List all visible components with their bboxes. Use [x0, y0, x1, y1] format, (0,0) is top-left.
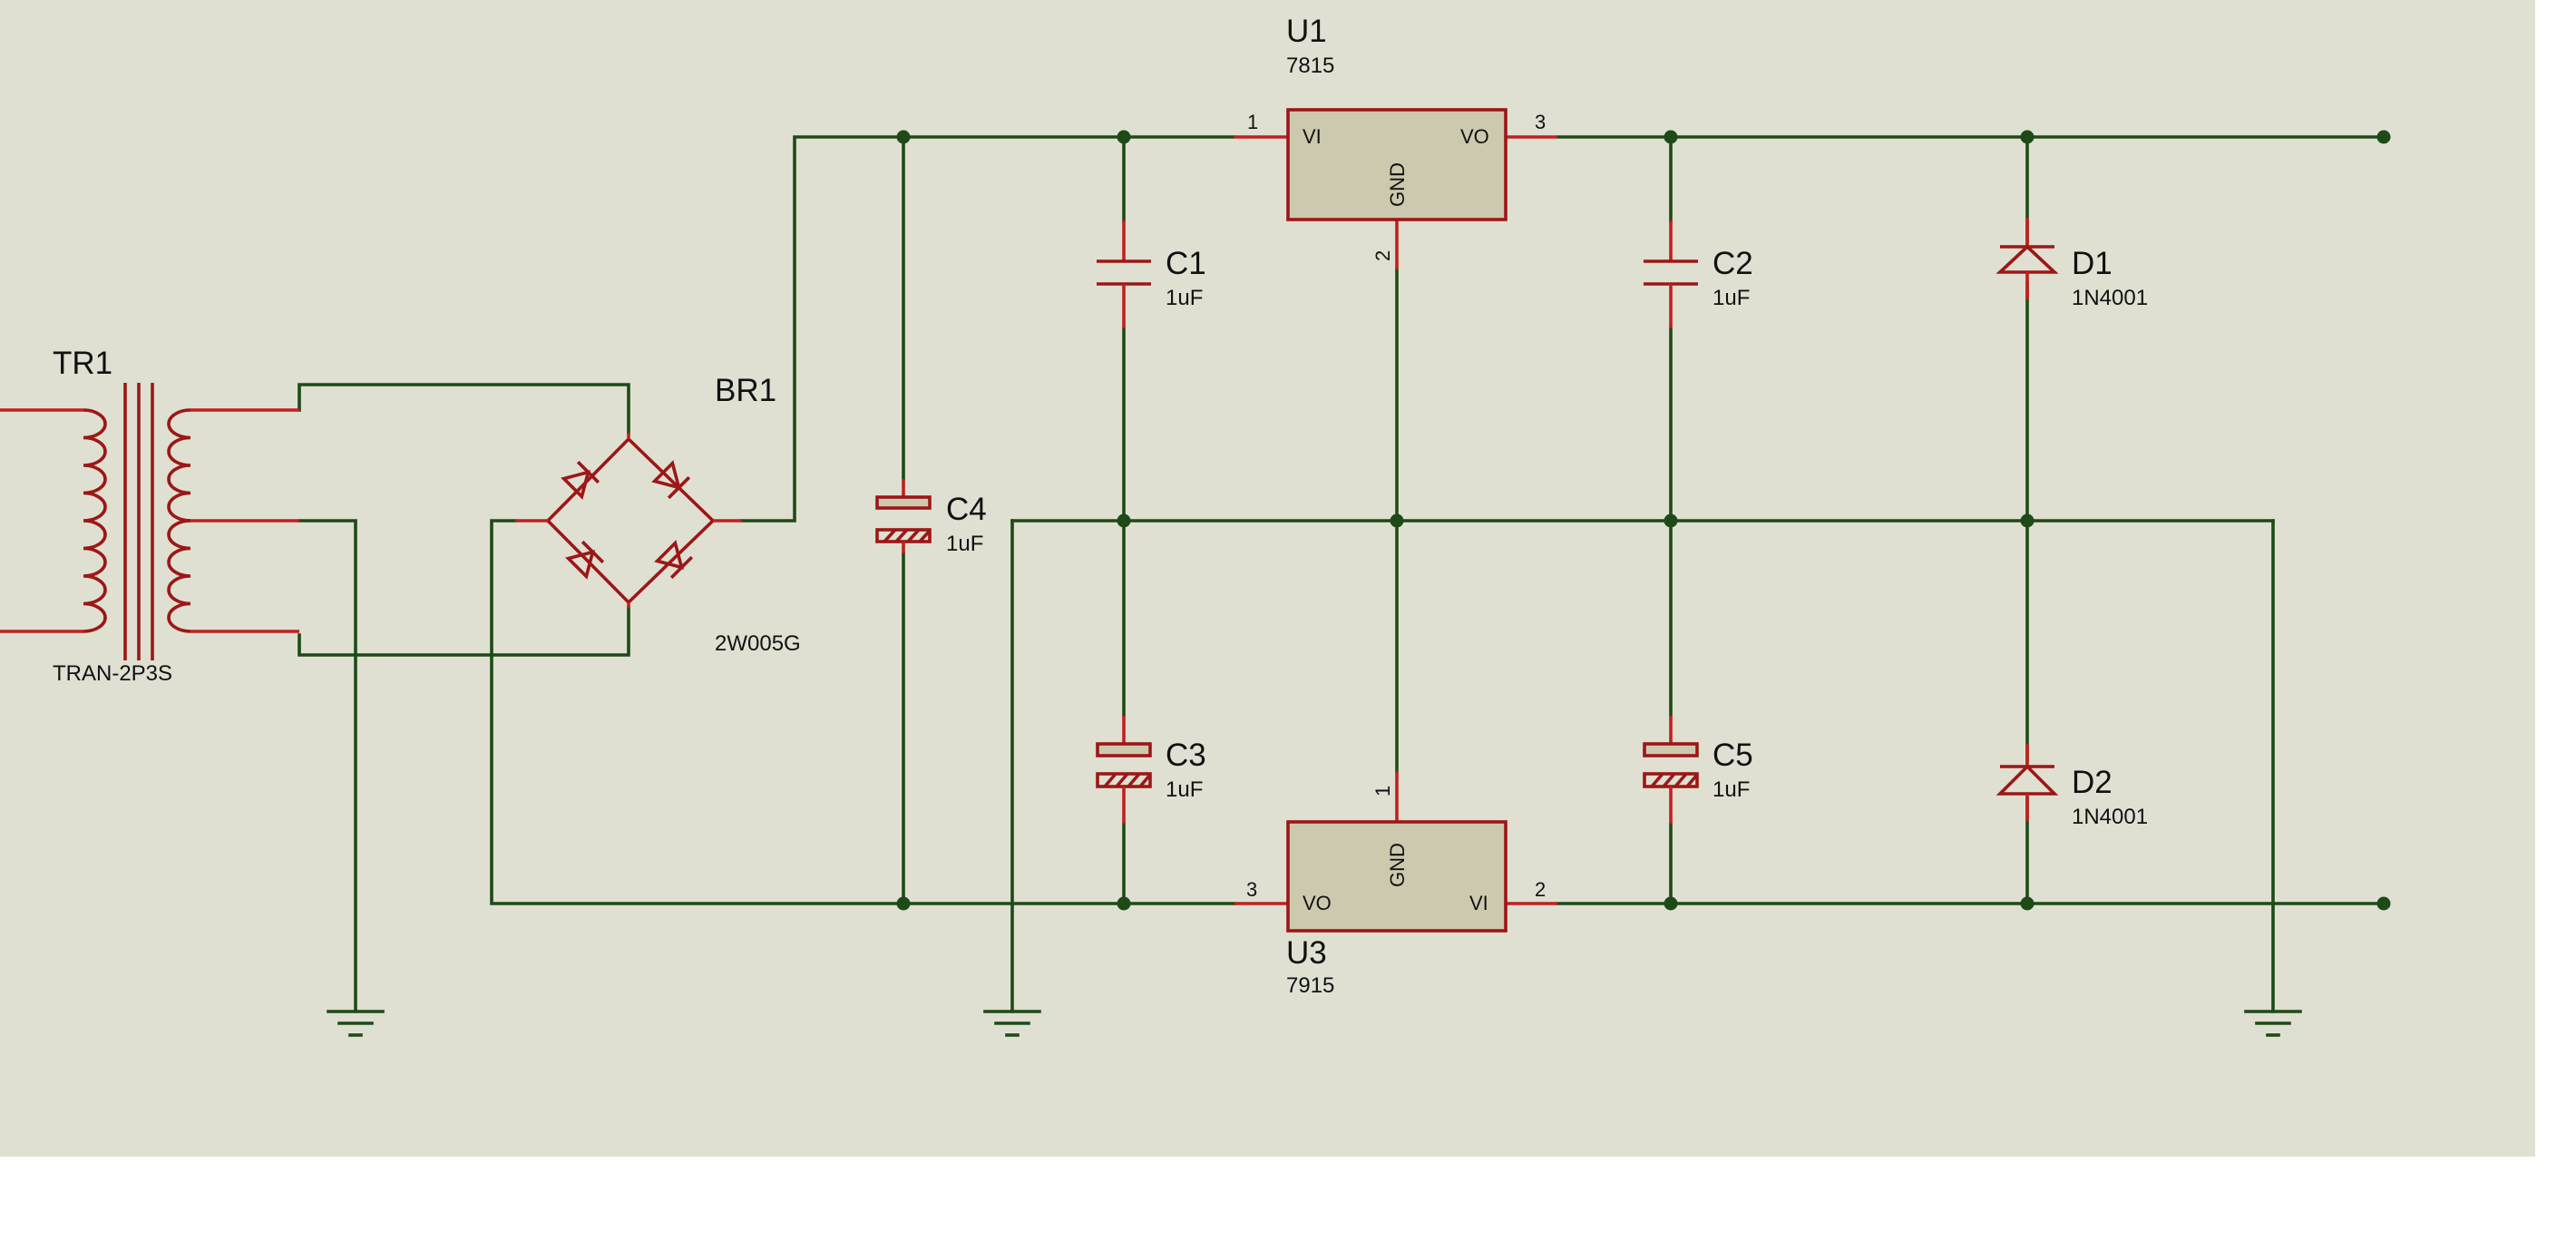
c2-value-label: 1uF [1712, 286, 1750, 310]
u1-pin3-number: 3 [1535, 111, 1546, 133]
diode-d2[interactable]: D2 1N4001 [1995, 744, 2148, 829]
junction-dot [1664, 513, 1678, 528]
schematic-canvas[interactable] [0, 0, 2535, 1157]
br1-value-label: 2W005G [715, 631, 801, 656]
junction-dot [2020, 896, 2034, 911]
ground-symbol-1[interactable] [327, 1010, 385, 1037]
u1-reference-label: U1 [1286, 14, 1327, 49]
c1-reference-label: C1 [1166, 246, 1206, 281]
u1-pin-vi-label: VI [1303, 125, 1322, 148]
capacitor-c5[interactable]: C5 1uF [1643, 716, 1753, 824]
junction-dot [1117, 130, 1131, 144]
capacitor-c3[interactable]: C3 1uF [1096, 716, 1206, 824]
u3-reference-label: U3 [1286, 935, 1327, 971]
junction-dot [2020, 130, 2034, 144]
ground-symbol-3[interactable] [2244, 1010, 2302, 1037]
c3-value-label: 1uF [1166, 777, 1203, 802]
u3-pin-vi-label: VI [1469, 892, 1488, 914]
d2-reference-label: D2 [2072, 765, 2113, 800]
d2-value-label: 1N4001 [2072, 805, 2148, 829]
u3-value-label: 7915 [1286, 973, 1334, 998]
c5-value-label: 1uF [1712, 777, 1750, 802]
u3-pin2-number: 2 [1535, 878, 1546, 901]
u1-pin2-number: 2 [1371, 250, 1394, 261]
d1-value-label: 1N4001 [2072, 286, 2148, 310]
wire-sec-center [298, 519, 357, 1013]
tr1-value-label: TRAN-2P3S [53, 661, 172, 686]
junction-dot [896, 130, 911, 144]
wire-sec-bottom [298, 606, 630, 657]
junction-dot [1664, 130, 1678, 144]
junction-dot [1117, 513, 1131, 528]
u3-pin3-number: 3 [1246, 878, 1257, 901]
wire-bridge-negative [490, 519, 1236, 905]
diode-d1[interactable]: D1 1N4001 [1995, 218, 2148, 310]
junction-dot [896, 896, 911, 911]
regulator-u1[interactable]: VI VO GND 1 3 2 U1 7815 [1234, 14, 1557, 269]
bridge-rectifier-br1[interactable]: BR1 2W005G [515, 373, 801, 656]
c4-value-label: 1uF [946, 532, 983, 556]
u3-pin-vo-label: VO [1303, 892, 1332, 914]
c1-value-label: 1uF [1166, 286, 1203, 310]
wire-sec-top [298, 383, 630, 435]
wire-bridge-positive [740, 135, 1235, 523]
transformer-tr1[interactable]: TR1 TRAN-2P3S [0, 346, 299, 686]
capacitor-c1[interactable]: C1 1uF [1097, 220, 1206, 328]
u1-pin-vo-label: VO [1460, 125, 1489, 148]
ground-symbol-2[interactable] [983, 1010, 1041, 1037]
c4-reference-label: C4 [946, 492, 987, 527]
c3-reference-label: C3 [1166, 738, 1206, 773]
junctions [896, 130, 2391, 911]
junction-dot [2020, 513, 2034, 528]
u1-pin1-number: 1 [1247, 111, 1258, 133]
d1-reference-label: D1 [2072, 246, 2113, 281]
capacitor-c2[interactable]: C2 1uF [1644, 220, 1753, 328]
capacitor-c4[interactable]: C4 1uF [875, 479, 987, 556]
br1-reference-label: BR1 [715, 373, 776, 408]
u1-value-label: 7815 [1286, 54, 1334, 78]
junction-dot [1664, 896, 1678, 911]
terminal-positive-output[interactable] [2376, 130, 2391, 144]
u1-pin-gnd-label: GND [1386, 162, 1409, 207]
c5-reference-label: C5 [1712, 738, 1753, 773]
u3-pin1-number: 1 [1371, 786, 1394, 796]
regulator-u3[interactable]: VO VI GND 3 2 1 U3 7915 [1234, 771, 1557, 998]
terminal-negative-output[interactable] [2376, 896, 2391, 911]
junction-dot [1117, 896, 1131, 911]
tr1-reference-label: TR1 [53, 346, 112, 381]
junction-dot [1390, 513, 1404, 528]
c2-reference-label: C2 [1712, 246, 1753, 281]
u3-pin-gnd-label: GND [1386, 843, 1409, 887]
